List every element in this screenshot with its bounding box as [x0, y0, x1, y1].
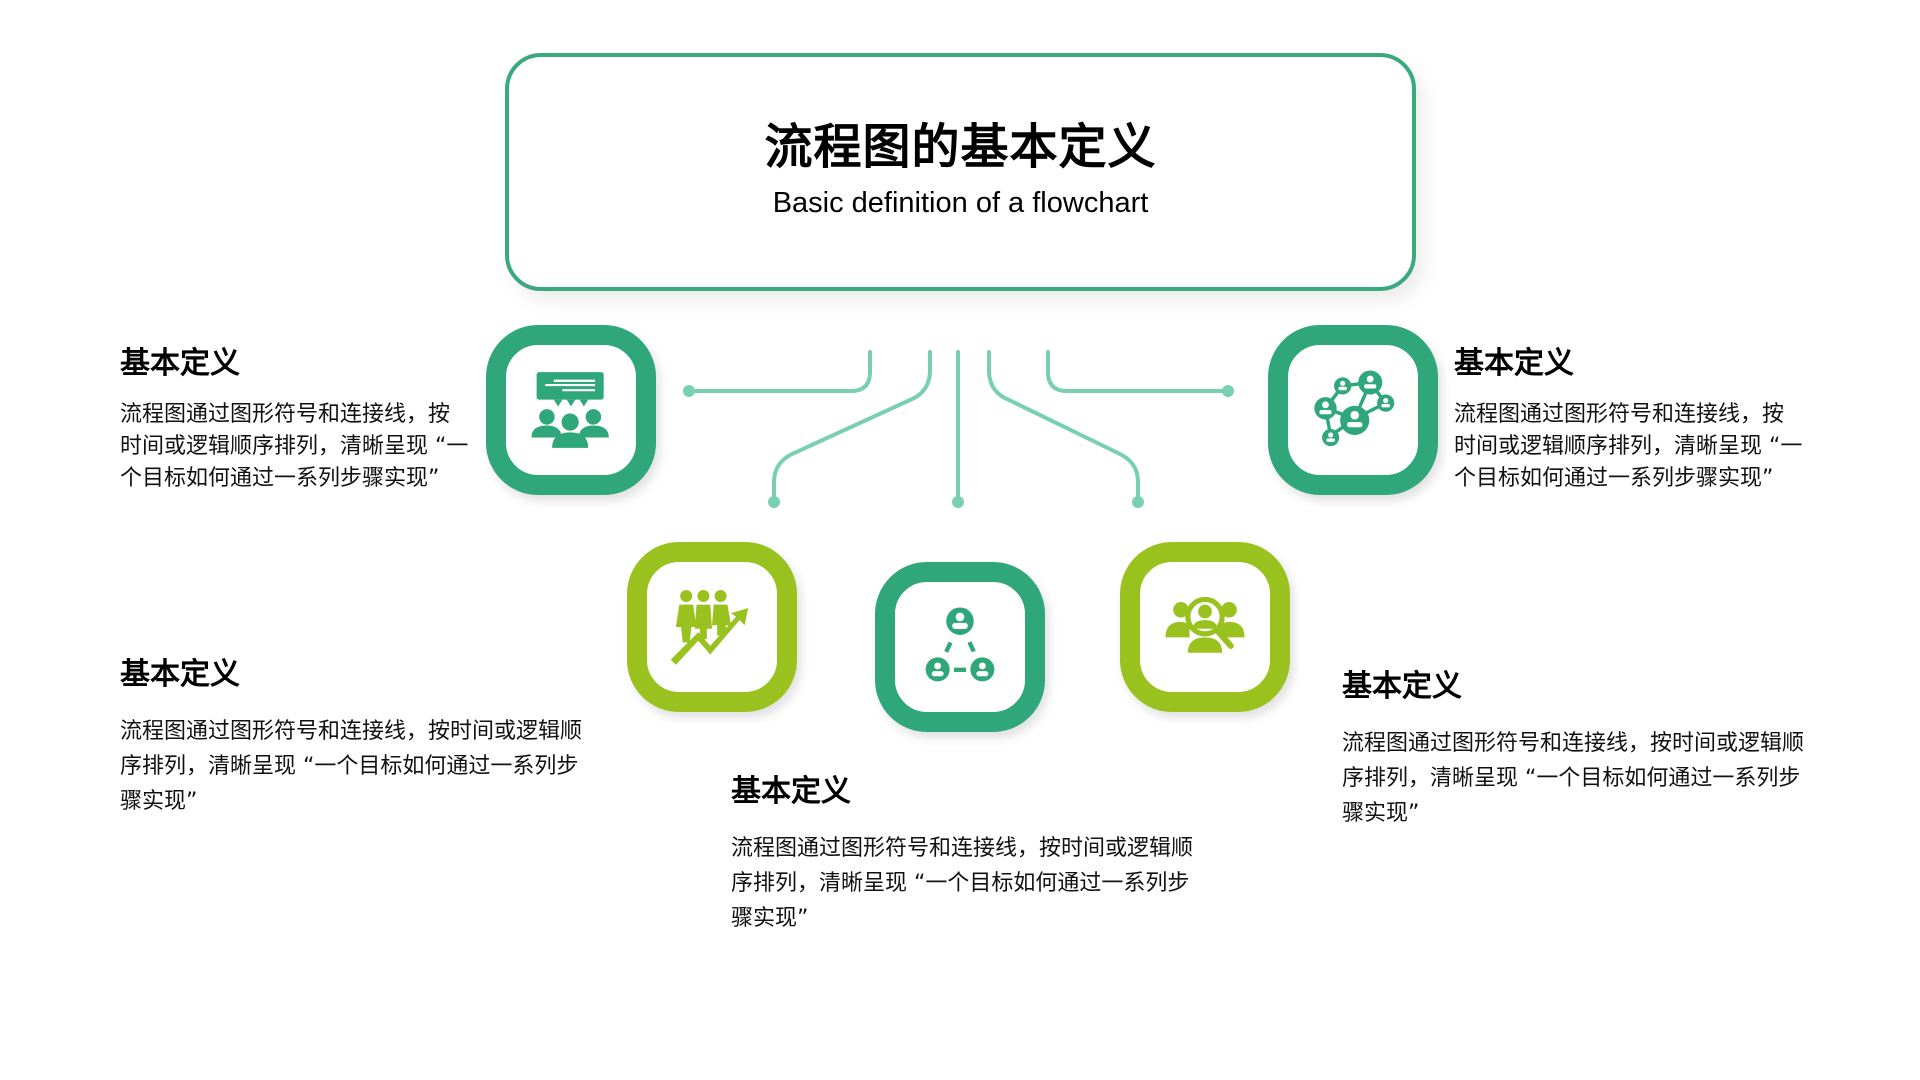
node-icon-top-left [486, 325, 656, 495]
page-title: 流程图的基本定义 [764, 119, 1157, 175]
node-icon-bottom-right [1120, 542, 1290, 712]
node-text-top-left: 基本定义 流程图通过图形符号和连接线，按时间或逻辑顺序排列，清晰呈现 “一个目标… [120, 347, 470, 495]
node-description: 流程图通过图形符号和连接线，按时间或逻辑顺序排列，清晰呈现 “一个目标如何通过一… [120, 402, 469, 491]
connector-dot [683, 385, 695, 397]
connector-dot [1222, 385, 1234, 397]
connector-bottom-right [987, 350, 1140, 504]
node-text-bottom-right: 基本定义 流程图通过图形符号和连接线，按时间或逻辑顺序排列，清晰呈现 “一个目标… [1342, 670, 1812, 831]
meeting-discussion-icon [531, 372, 609, 448]
connector-bottom-left [772, 350, 932, 504]
node-icon-bottom-center [875, 562, 1045, 732]
connector-dot [1132, 496, 1144, 508]
node-icon-top-right [1268, 325, 1438, 495]
connector-dot [768, 496, 780, 508]
user-search-icon [1165, 596, 1245, 653]
node-description: 流程图通过图形符号和连接线，按时间或逻辑顺序排列，清晰呈现 “一个目标如何通过一… [120, 719, 583, 814]
node-heading: 基本定义 [120, 346, 240, 381]
node-heading: 基本定义 [1342, 669, 1462, 704]
title-card: 流程图的基本定义 Basic definition of a flowchart [505, 53, 1416, 291]
team-growth-chart-icon [670, 590, 749, 665]
node-text-bottom-left: 基本定义 流程图通过图形符号和连接线，按时间或逻辑顺序排列，清晰呈现 “一个目标… [120, 658, 590, 819]
node-description: 流程图通过图形符号和连接线，按时间或逻辑顺序排列，清晰呈现 “一个目标如何通过一… [731, 836, 1194, 931]
connector-top-left [687, 350, 872, 393]
node-heading: 基本定义 [1454, 346, 1574, 381]
node-description: 流程图通过图形符号和连接线，按时间或逻辑顺序排列，清晰呈现 “一个目标如何通过一… [1454, 402, 1803, 491]
connector-dot [952, 496, 964, 508]
connector-top-right [1046, 350, 1230, 393]
page-subtitle: Basic definition of a flowchart [772, 187, 1149, 219]
node-icon-bottom-left [627, 542, 797, 712]
node-text-bottom-center: 基本定义 流程图通过图形符号和连接线，按时间或逻辑顺序排列，清晰呈现 “一个目标… [731, 775, 1201, 936]
node-description: 流程图通过图形符号和连接线，按时间或逻辑顺序排列，清晰呈现 “一个目标如何通过一… [1342, 731, 1805, 826]
node-text-top-right: 基本定义 流程图通过图形符号和连接线，按时间或逻辑顺序排列，清晰呈现 “一个目标… [1454, 347, 1804, 495]
user-triangle-connection-icon [925, 607, 995, 682]
node-heading: 基本定义 [120, 657, 240, 692]
people-network-icon [1314, 370, 1395, 447]
node-heading: 基本定义 [731, 774, 851, 809]
